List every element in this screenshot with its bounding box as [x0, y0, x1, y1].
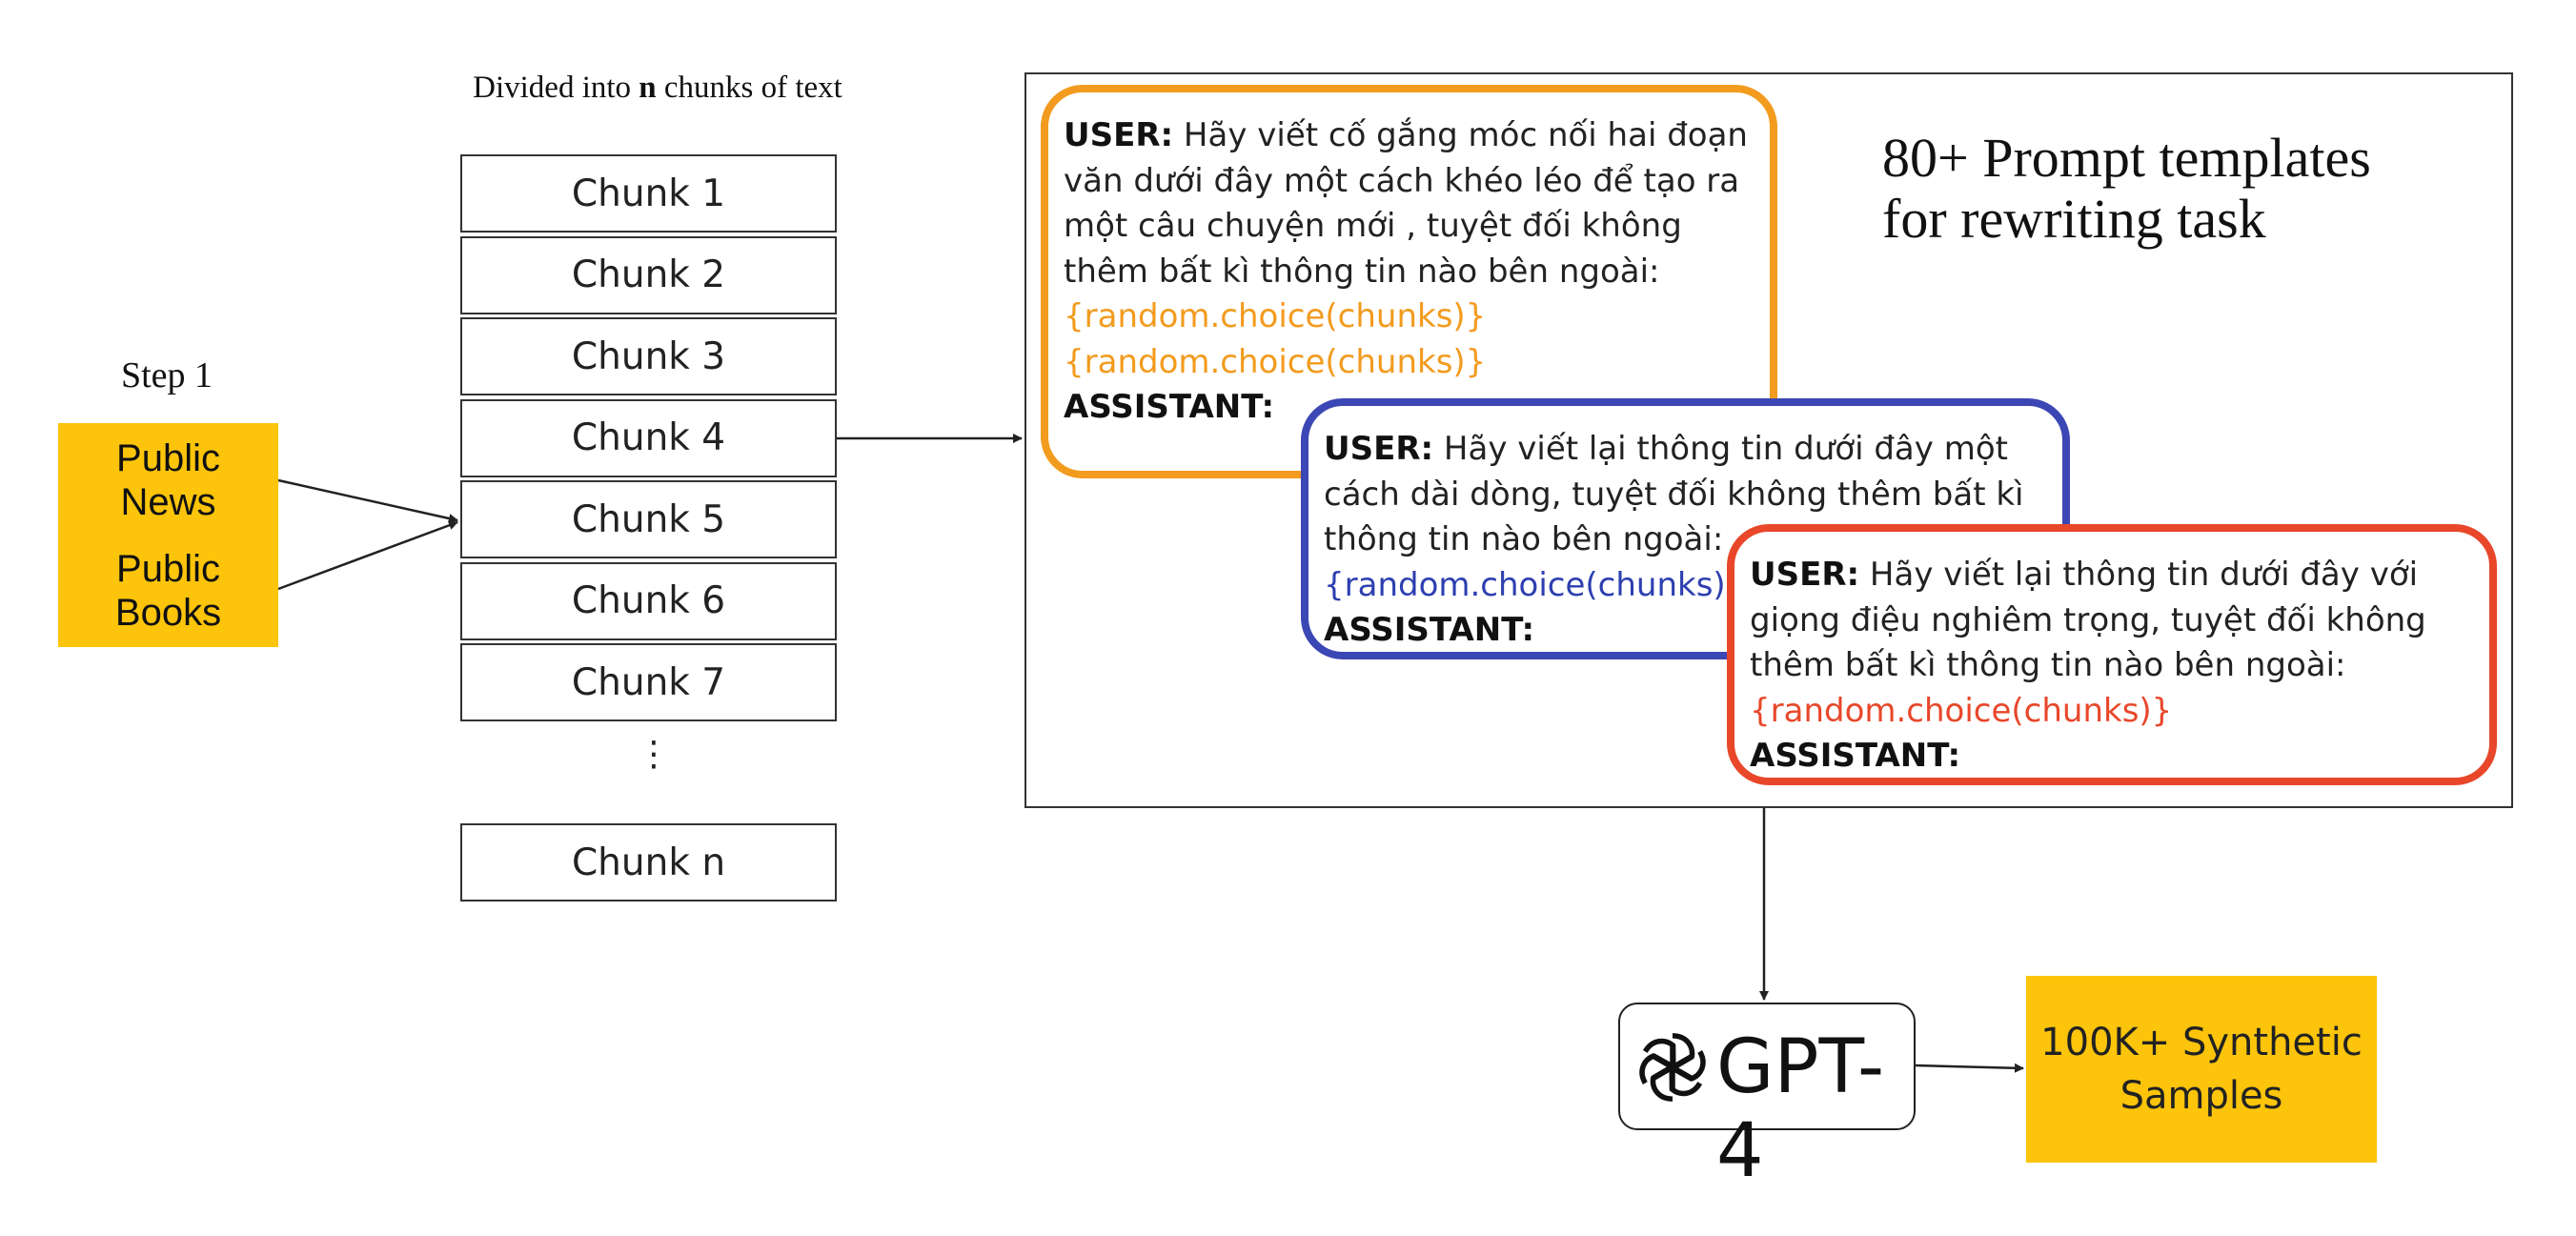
code-line: {random.choice(chunks)} [1324, 565, 1747, 604]
model-label: GPT-4 [1716, 1024, 1885, 1194]
chunks-caption: Divided into n chunks of text [419, 71, 896, 106]
code-line: {random.choice(chunks)} [1750, 691, 2173, 730]
ellipsis-vertical: ⋮ [637, 735, 671, 774]
user-text: Hãy viết lại thông tin dưới đây một cách… [1324, 430, 2024, 558]
chunk-box-last: Chunk n [460, 823, 837, 902]
data-sources-box: Public News Public Books [58, 423, 278, 647]
arrow-gpt-to-output [1915, 1063, 2024, 1073]
user-label: USER: [1064, 116, 1174, 154]
arrow-books-to-chunks [277, 520, 458, 591]
user-label: USER: [1324, 430, 1434, 468]
chunk-box: Chunk 5 [460, 480, 837, 558]
model-box: GPT-4 [1618, 1003, 1916, 1193]
chunks-caption-after: chunks of text [656, 71, 842, 105]
chunk-box: Chunk 3 [460, 317, 837, 395]
output-box: 100K+ Synthetic Samples [2026, 976, 2377, 1163]
user-text: Hãy viết lại thông tin dưới đây với giọn… [1750, 556, 2426, 684]
openai-logo-icon [1639, 1033, 1706, 1102]
chunk-box: Chunk 6 [460, 561, 837, 640]
code-line: {random.choice(chunks)} [1064, 297, 1487, 335]
step-label: Step 1 [120, 355, 213, 395]
chunk-box: Chunk 7 [460, 643, 837, 721]
assistant-label: ASSISTANT: [1750, 737, 1961, 775]
assistant-label: ASSISTANT: [1064, 388, 1275, 426]
chunk-box: Chunk 2 [460, 235, 837, 314]
prompt-card-red: USER: Hãy viết lại thông tin dưới đây vớ… [1727, 524, 2497, 785]
chunks-caption-n: n [639, 71, 657, 105]
chunk-box: Chunk 4 [460, 398, 837, 477]
user-text: Hãy viết cố gắng móc nối hai đoạn văn dư… [1064, 116, 1748, 291]
prompt-templates-frame [1024, 72, 2513, 808]
chunk-box: Chunk 1 [460, 154, 837, 233]
prompt-templates-title: 80+ Prompt templates for rewriting task [1882, 127, 2371, 250]
output-label: 100K+ Synthetic Samples [2040, 1021, 2363, 1118]
source-public-news: Public News [116, 437, 220, 523]
user-label: USER: [1750, 556, 1860, 594]
assistant-label: ASSISTANT: [1324, 611, 1535, 649]
arrow-news-to-chunks [277, 478, 458, 523]
chunks-caption-before: Divided into [473, 71, 639, 105]
code-line: {random.choice(chunks)} [1064, 342, 1487, 381]
source-public-books: Public Books [114, 548, 222, 634]
